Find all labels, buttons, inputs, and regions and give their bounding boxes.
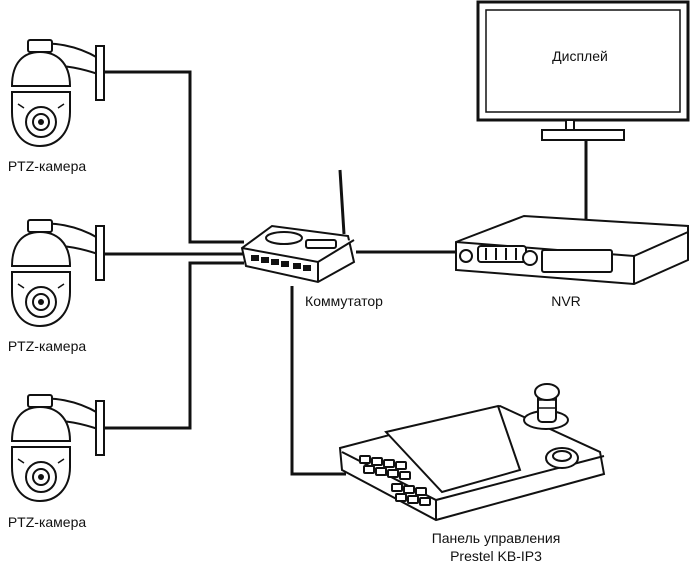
cam3-link [104, 261, 244, 430]
switch-label: Коммутатор [305, 293, 383, 309]
ptz-camera-3 [11, 394, 105, 502]
connections [104, 70, 588, 476]
ptz-camera-2-label: PTZ-камера [7, 338, 87, 354]
nvr-label: NVR [551, 293, 581, 309]
ptz-camera-3-label: PTZ-камера [7, 514, 87, 530]
keyboard-label-line1: Панель управления [431, 530, 561, 546]
ptz-camera-1 [11, 39, 105, 147]
keyboard-label-line2: Prestel KB-IP3 [450, 548, 542, 564]
ptz-camera-2 [11, 219, 105, 327]
nvr-device [455, 214, 689, 286]
network-switch [240, 169, 356, 284]
control-keyboard [338, 383, 606, 522]
ptz-camera-1-label: PTZ-камера [7, 158, 87, 174]
cam1-link [104, 70, 244, 244]
switch-keyboard-link [290, 286, 346, 476]
keypad-left [359, 455, 431, 506]
display-monitor [476, 0, 690, 141]
display-label: Дисплей [552, 48, 608, 64]
